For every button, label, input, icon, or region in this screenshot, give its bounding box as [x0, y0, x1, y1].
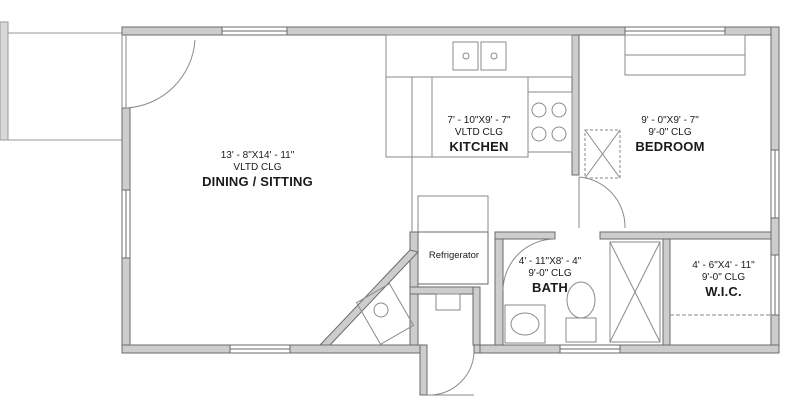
bath-label: 4' - 11"X8' - 4" 9'-0" CLG BATH	[505, 256, 595, 294]
walls	[121, 26, 780, 396]
bedroom-label: 9' - 0"X9' - 7" 9'-0" CLG BEDROOM	[620, 115, 720, 153]
bedroom-dimensions: 9' - 0"X9' - 7"	[641, 115, 699, 126]
wic-label: 4' - 6"X4' - 11" 9'-0" CLG W.I.C.	[676, 260, 771, 298]
wic-dimensions: 4' - 6"X4' - 11"	[692, 260, 755, 271]
doors	[121, 35, 626, 396]
dining-dimensions: 13' - 8"X14' - 11"	[220, 150, 295, 161]
bed	[624, 34, 746, 76]
bath-dimensions: 4' - 11"X8' - 4"	[518, 256, 582, 267]
dining-label: 13' - 8"X14' - 11" VLTD CLG DINING / SIT…	[180, 150, 335, 188]
kitchen-ceiling: VLTD CLG	[454, 127, 504, 138]
wic-name: W.I.C.	[705, 284, 742, 299]
kitchen-dimensions: 7' - 10"X9' - 7"	[447, 115, 511, 126]
bedroom-ceiling: 9'-0" CLG	[648, 127, 692, 138]
kitchen-label: 7' - 10"X9' - 7" VLTD CLG KITCHEN	[430, 115, 528, 153]
bath-ceiling: 9'-0" CLG	[528, 268, 572, 279]
windows	[121, 26, 780, 354]
refrigerator-label: Refrigerator	[428, 250, 480, 261]
utility-fixtures	[355, 283, 461, 345]
bath-name: BATH	[532, 280, 568, 295]
bath-fixtures	[504, 241, 771, 344]
wic-ceiling: 9'-0" CLG	[701, 272, 746, 283]
kitchen-fixtures	[385, 34, 621, 285]
dining-name: DINING / SITTING	[202, 174, 313, 189]
dining-ceiling: VLTD CLG	[233, 162, 282, 173]
bedroom-name: BEDROOM	[635, 139, 705, 154]
porch	[0, 21, 122, 141]
kitchen-name: KITCHEN	[449, 139, 509, 154]
